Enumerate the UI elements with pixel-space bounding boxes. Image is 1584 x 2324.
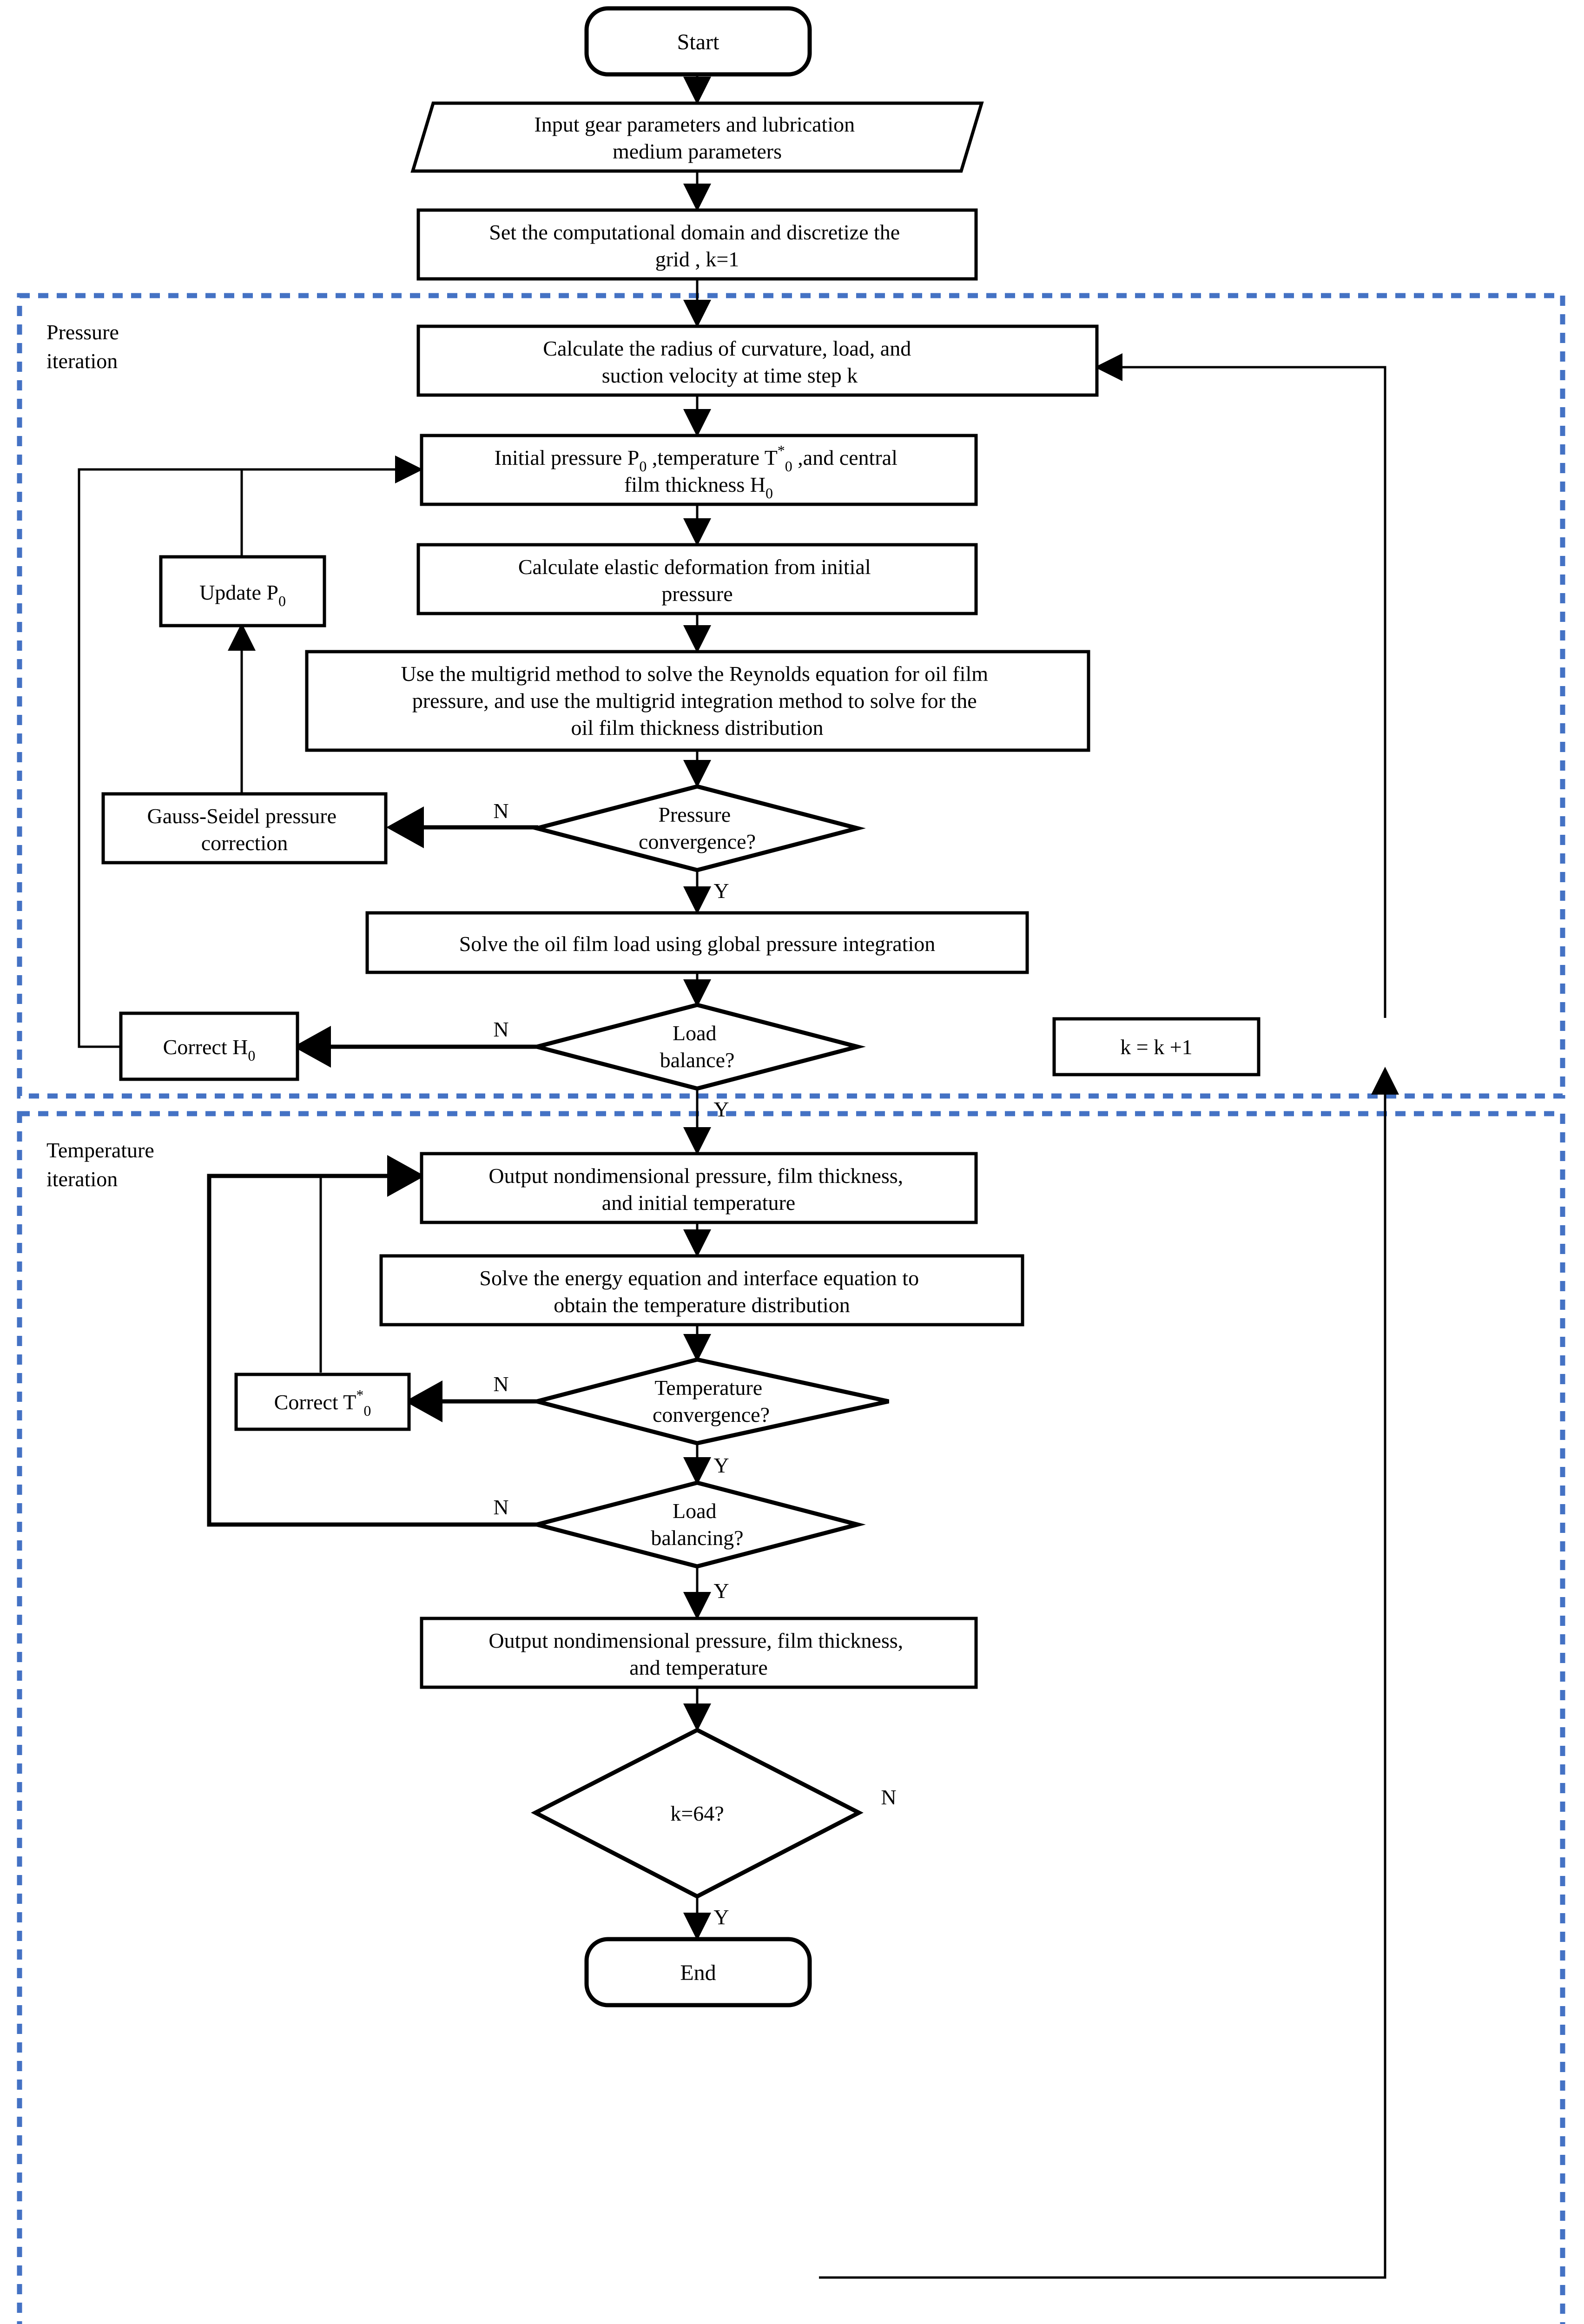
node-output-initial[interactable]: Output nondimensional pressure, film thi… — [420, 1152, 978, 1224]
node-solve-energy[interactable]: Solve the energy equation and interface … — [379, 1254, 1024, 1327]
node-end-label: End — [680, 1961, 716, 1985]
node-multigrid-label: Use the multigrid method to solve the Re… — [401, 662, 993, 739]
edge-label-pressure-conv-y: Y — [713, 879, 729, 903]
node-output-final[interactable]: Output nondimensional pressure, film thi… — [420, 1617, 978, 1689]
node-correct-t0[interactable]: Correct T*0 — [234, 1373, 411, 1431]
node-correct-h0-label: Correct H0 — [163, 1035, 256, 1064]
node-input-params-label: Input gear parameters and lubrication me… — [534, 112, 860, 163]
node-gauss-seidel-label: Gauss-Seidel pressure correction — [147, 804, 342, 855]
edge-label-temp-conv-n: N — [493, 1372, 508, 1396]
node-start[interactable]: Start — [584, 6, 812, 77]
node-calc-elastic-label: Calculate elastic deformation from initi… — [518, 555, 876, 606]
edge-label-temp-conv-y: Y — [713, 1453, 729, 1477]
node-output-final-label: Output nondimensional pressure, film thi… — [488, 1629, 908, 1679]
node-correct-h0[interactable]: Correct H0 — [119, 1011, 299, 1081]
node-pressure-convergence-label: Pressure convergence? — [639, 803, 756, 853]
node-load-balancing-label: Load balancing? — [651, 1499, 743, 1550]
edge-loadbalancing-n-to-left — [207, 1155, 538, 1527]
edge-label-pressure-conv-n: N — [493, 799, 508, 823]
node-multigrid[interactable]: Use the multigrid method to solve the Re… — [305, 650, 1090, 752]
group-label-temperature-iteration: Temperature iteration — [46, 1138, 159, 1191]
node-calc-radius-label: Calculate the radius of curvature, load,… — [543, 337, 916, 387]
node-calc-radius[interactable]: Calculate the radius of curvature, load,… — [416, 324, 1099, 397]
edge-kincrement-to-calcradius — [1095, 353, 1386, 1018]
node-k-check-label: k=64? — [670, 1802, 724, 1825]
node-calc-elastic[interactable]: Calculate elastic deformation from initi… — [416, 543, 978, 615]
node-set-domain-label: Set the computational domain and discret… — [489, 220, 905, 271]
node-end[interactable]: End — [584, 1937, 812, 2007]
node-pressure-convergence[interactable]: Pressure convergence? — [528, 784, 866, 872]
node-load-balancing[interactable]: Load balancing? — [528, 1480, 866, 1569]
node-set-domain[interactable]: Set the computational domain and discret… — [416, 208, 978, 281]
node-update-p0-label: Update P0 — [199, 581, 286, 609]
group-frame-temperature-iteration — [17, 1111, 1565, 2324]
node-solve-load[interactable]: Solve the oil film load using global pre… — [365, 911, 1029, 974]
node-input-params[interactable]: Input gear parameters and lubrication me… — [410, 101, 984, 173]
node-start-label: Start — [677, 30, 719, 54]
node-initial-pressure-label: Initial pressure P0 ,temperature T*0 ,an… — [495, 442, 903, 502]
group-label-pressure-iteration: Pressure iteration — [46, 320, 124, 373]
edge-label-load-balancing-y: Y — [713, 1579, 729, 1603]
edge-label-load-balance-n: N — [493, 1017, 508, 1041]
node-load-balance[interactable]: Load balance? — [528, 1003, 866, 1091]
edge-kcheck-n-to-right — [819, 1083, 1386, 2279]
node-initial-pressure[interactable]: Initial pressure P0 ,temperature T*0 ,an… — [420, 434, 978, 506]
edge-label-k-check-n: N — [881, 1785, 896, 1809]
node-output-initial-label: Output nondimensional pressure, film thi… — [488, 1164, 908, 1215]
node-k-check[interactable]: k=64? — [531, 1727, 864, 1899]
edge-correcth0-to-initialpressure — [78, 456, 423, 1048]
node-correct-t0-label: Correct T*0 — [274, 1386, 371, 1419]
node-k-increment[interactable]: k = k +1 — [1052, 1017, 1261, 1076]
edge-label-load-balancing-n: N — [493, 1495, 508, 1519]
node-temperature-convergence-label: Temperature convergence? — [653, 1376, 770, 1426]
node-gauss-seidel[interactable]: Gauss-Seidel pressure correction — [101, 792, 388, 865]
node-update-p0[interactable]: Update P0 — [159, 555, 326, 627]
edge-updatep0-to-initialpressure — [240, 456, 423, 555]
node-temperature-convergence[interactable]: Temperature convergence? — [528, 1357, 889, 1446]
edge-label-k-check-y: Y — [713, 1905, 729, 1929]
node-solve-energy-label: Solve the energy equation and interface … — [479, 1266, 924, 1317]
group-frame-pressure-iteration — [17, 293, 1565, 1099]
node-k-increment-label: k = k +1 — [1120, 1035, 1192, 1059]
node-load-balance-label: Load balance? — [660, 1021, 735, 1072]
node-solve-load-label: Solve the oil film load using global pre… — [459, 932, 936, 956]
edge-label-load-balance-y: Y — [713, 1097, 729, 1121]
